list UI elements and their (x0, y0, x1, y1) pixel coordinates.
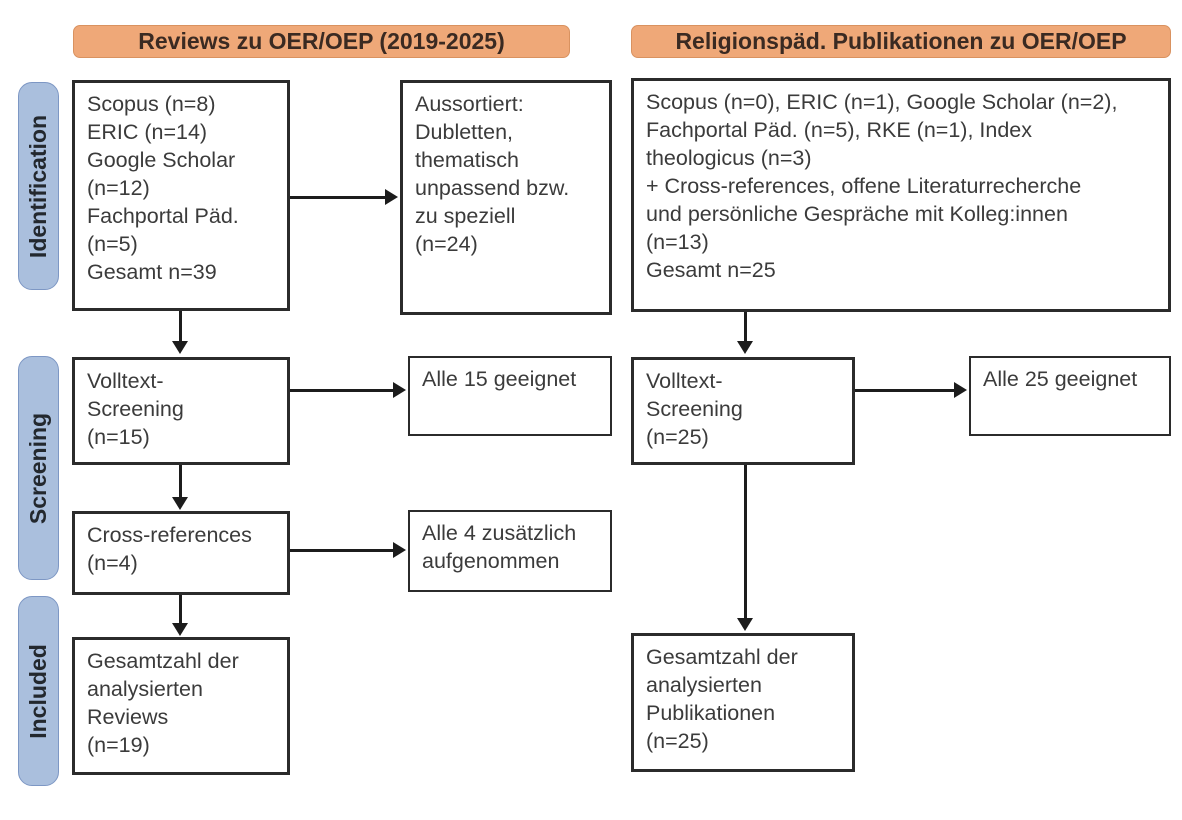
connector-left-ident-to-screening (179, 311, 182, 343)
connector-right-screening-to-included (744, 465, 747, 620)
connector-left-screening-to-crossrefs (179, 465, 182, 499)
box-right-screening-result: Alle 25 geeignet (969, 356, 1171, 436)
connector-left-screening-to-result (290, 389, 394, 392)
connector-left-crossrefs-to-result (290, 549, 394, 552)
box-left-crossrefs-result: Alle 4 zusätzlich aufgenommen (408, 510, 612, 592)
column-header-reviews: Reviews zu OER/OEP (2019-2025) (73, 25, 570, 58)
box-right-identification: Scopus (n=0), ERIC (n=1), Google Scholar… (631, 78, 1171, 312)
connector-left-crossrefs-to-included (179, 595, 182, 625)
stage-pill-identification: Identification (18, 82, 59, 290)
box-left-screening: Volltext- Screening (n=15) (72, 357, 290, 465)
stage-label-identification: Identification (25, 114, 51, 258)
arrowhead-left-crossrefs-to-result (393, 542, 406, 558)
box-left-included: Gesamtzahl der analysierten Reviews (n=1… (72, 637, 290, 775)
stage-pill-included: Included (18, 596, 59, 786)
arrowhead-right-screening-to-included (737, 618, 753, 631)
column-header-religionspaed-label: Religionspäd. Publikationen zu OER/OEP (675, 28, 1127, 54)
stage-label-included: Included (25, 643, 51, 739)
arrowhead-right-ident-to-screening (737, 341, 753, 354)
connector-left-ident-to-excluded (290, 196, 385, 199)
stage-label-screening: Screening (25, 412, 51, 524)
column-header-reviews-label: Reviews zu OER/OEP (2019-2025) (138, 28, 505, 54)
arrowhead-right-screening-to-result (954, 382, 967, 398)
arrowhead-left-ident-to-screening (172, 341, 188, 354)
box-left-excluded: Aussortiert: Dubletten, thematisch unpas… (400, 80, 612, 315)
box-left-crossrefs: Cross-references (n=4) (72, 511, 290, 595)
stage-pill-screening: Screening (18, 356, 59, 580)
connector-right-ident-to-screening (744, 312, 747, 343)
arrowhead-left-ident-to-excluded (385, 189, 398, 205)
column-header-religionspaed: Religionspäd. Publikationen zu OER/OEP (631, 25, 1171, 58)
box-left-screening-result: Alle 15 geeignet (408, 356, 612, 436)
box-right-screening: Volltext- Screening (n=25) (631, 357, 855, 465)
box-left-identification: Scopus (n=8) ERIC (n=14) Google Scholar … (72, 80, 290, 311)
arrowhead-left-screening-to-crossrefs (172, 497, 188, 510)
box-right-included: Gesamtzahl der analysierten Publikatione… (631, 633, 855, 772)
arrowhead-left-screening-to-result (393, 382, 406, 398)
connector-right-screening-to-result (855, 389, 955, 392)
arrowhead-left-crossrefs-to-included (172, 623, 188, 636)
